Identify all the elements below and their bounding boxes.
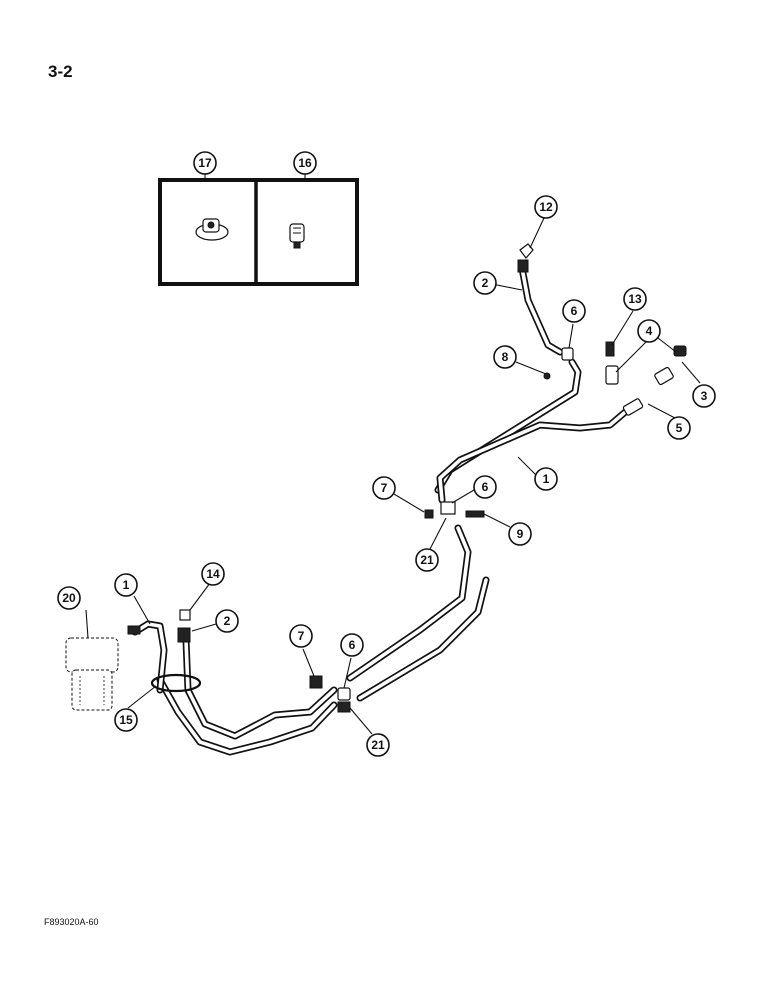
- callout-label: 6: [349, 638, 356, 652]
- callout-13: 13: [623, 287, 647, 311]
- callout-6-lower: 6: [340, 633, 364, 657]
- fitting-16-icon: [289, 223, 305, 249]
- callout-label: 1: [123, 578, 130, 592]
- callout-1-lower: 1: [114, 573, 138, 597]
- callout-label: 16: [298, 156, 312, 170]
- callout-5: 5: [667, 416, 691, 440]
- fitting-17-icon: [195, 218, 229, 241]
- figure-code: F893020A-60: [44, 917, 99, 927]
- callout-label: 2: [224, 614, 231, 628]
- callout-8: 8: [493, 345, 517, 369]
- callout-7-upper: 7: [372, 476, 396, 500]
- detail-inset: [158, 174, 359, 286]
- callout-6-middle: 6: [473, 475, 497, 499]
- callout-label: 14: [206, 567, 220, 581]
- fittings: [177, 243, 687, 713]
- clamp-icon: [150, 673, 202, 693]
- callout-label: 5: [676, 421, 683, 435]
- callout-label: 21: [420, 553, 434, 567]
- callout-2-upper: 2: [473, 271, 497, 295]
- callout-6-upper: 6: [562, 299, 586, 323]
- callout-label: 3: [701, 389, 708, 403]
- upper-tube-assembly: [434, 264, 634, 504]
- callout-1-upper: 1: [534, 467, 558, 491]
- callout-label: 6: [571, 304, 578, 318]
- callout-label: 21: [371, 738, 385, 752]
- callout-14: 14: [201, 562, 225, 586]
- lower-tube-assembly: [131, 524, 490, 756]
- callout-label: 15: [119, 713, 133, 727]
- page-number: 3-2: [48, 62, 73, 81]
- callout-9: 9: [508, 522, 532, 546]
- callout-label: 7: [298, 629, 305, 643]
- callout-label: 17: [198, 156, 212, 170]
- callout-12: 12: [534, 195, 558, 219]
- callout-label: 12: [539, 200, 553, 214]
- callout-label: 1: [543, 472, 550, 486]
- callout-20: 20: [57, 586, 81, 610]
- callout-17: 17: [193, 151, 217, 175]
- callout-label: 13: [628, 292, 642, 306]
- callout-label: 7: [381, 481, 388, 495]
- callout-4: 4: [637, 319, 661, 343]
- leader-lines: [85, 217, 701, 735]
- callout-label: 9: [517, 527, 524, 541]
- callout-21-upper: 21: [415, 548, 439, 572]
- callout-label: 6: [482, 480, 489, 494]
- tee-fitting-icon: [440, 501, 456, 515]
- callout-label: 4: [646, 324, 653, 338]
- callout-7-lower: 7: [289, 624, 313, 648]
- callout-15: 15: [114, 708, 138, 732]
- callout-16: 16: [293, 151, 317, 175]
- callout-21-lower: 21: [366, 733, 390, 757]
- callout-3: 3: [692, 384, 716, 408]
- callout-label: 20: [62, 591, 76, 605]
- fuel-filter-icon: [65, 625, 141, 711]
- callout-label: 8: [502, 350, 509, 364]
- callout-label: 2: [482, 276, 489, 290]
- fitting-icon: [561, 347, 574, 361]
- callout-2-lower: 2: [215, 609, 239, 633]
